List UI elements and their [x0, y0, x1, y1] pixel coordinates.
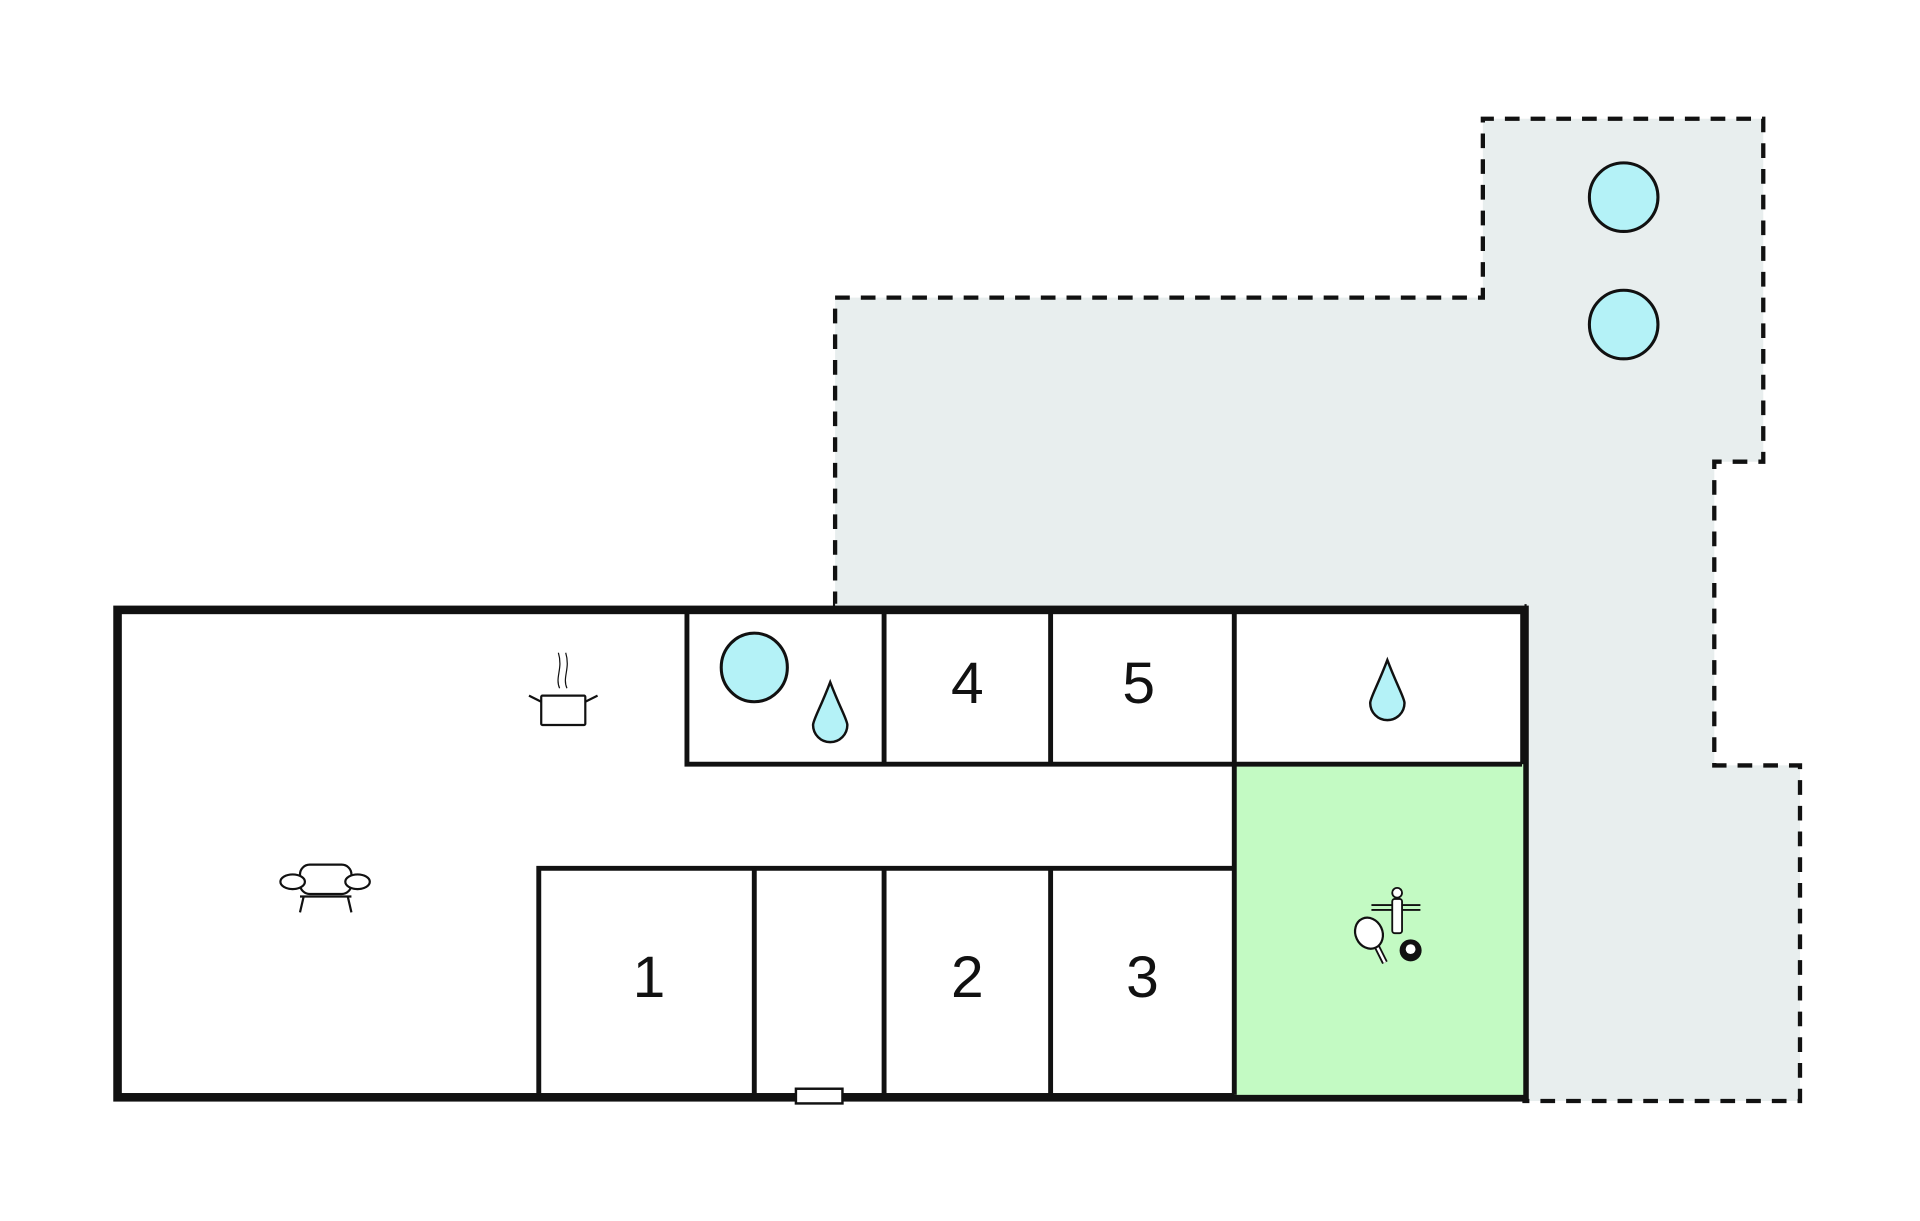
- billiard-ball-icon: [1399, 939, 1422, 962]
- room-label-2: 2: [951, 945, 984, 1010]
- hot-tub-icon: [1587, 161, 1660, 233]
- foosball-icon: [1371, 886, 1421, 935]
- room-label-1: 1: [633, 945, 666, 1010]
- shower-drop-icon: [1368, 656, 1406, 722]
- room-label-5: 5: [1122, 651, 1155, 716]
- shower-drop-icon: [811, 678, 849, 744]
- table-tennis-icon: [1353, 916, 1388, 964]
- hot-tub-icon: [1587, 288, 1660, 361]
- entrance-door: [794, 1087, 844, 1105]
- bathtub-icon: [719, 631, 789, 704]
- room-label-3: 3: [1126, 945, 1159, 1010]
- room-label-4: 4: [951, 651, 984, 716]
- kitchen-pot-icon: [528, 652, 599, 727]
- interior-walls: [536, 613, 1523, 1095]
- sofa-icon: [279, 863, 371, 913]
